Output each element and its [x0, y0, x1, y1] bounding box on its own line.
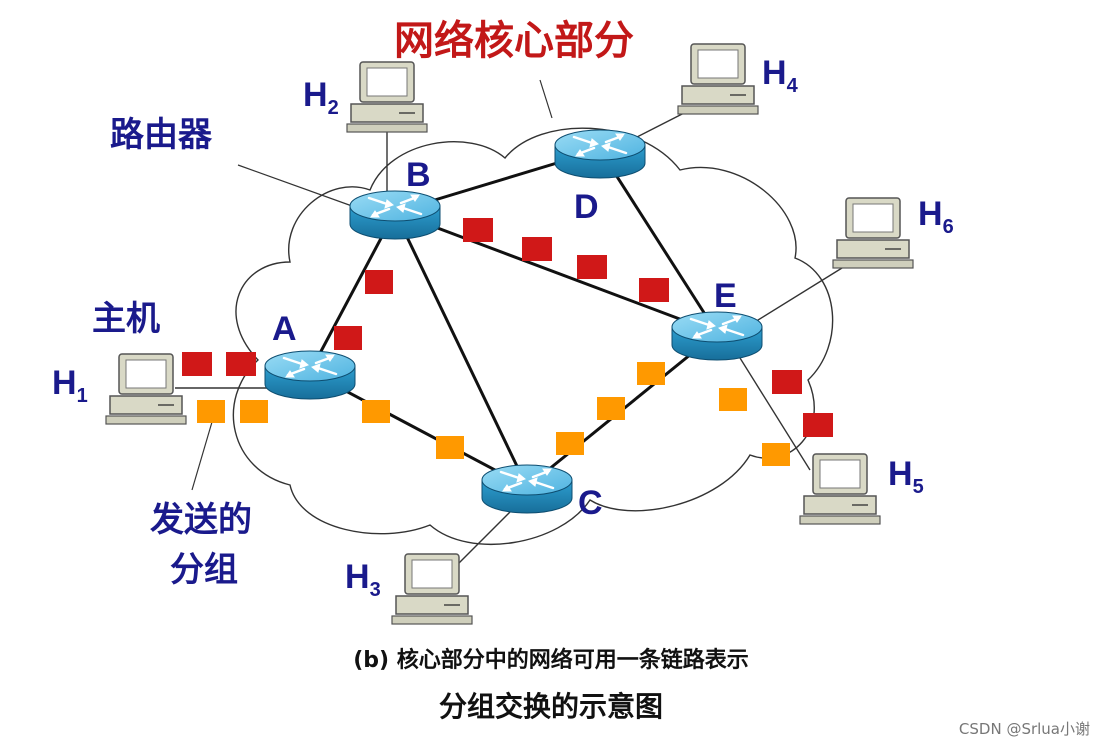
link-B-E: [394, 210, 718, 335]
router-label-pointer: [237, 164, 353, 207]
link-D-E: [598, 149, 719, 334]
sent-packets-label-line2: 分组: [170, 550, 238, 590]
computer-H4: [677, 43, 759, 115]
red-packet: [639, 278, 669, 302]
orange-packet: [362, 400, 390, 423]
host-label-H1: H1: [52, 364, 88, 407]
host-label: 主机: [92, 299, 160, 339]
link-H4-D: [634, 109, 691, 139]
caption-title: 分组交换的示意图: [439, 690, 663, 723]
host-label-H4: H4: [762, 54, 799, 97]
orange-packet: [719, 388, 747, 411]
computer-H2: [346, 61, 428, 133]
router-A: [263, 349, 357, 401]
red-packet: [226, 352, 256, 376]
orange-packet: [762, 443, 790, 466]
orange-packets: [197, 362, 790, 466]
watermark: CSDN @Srlua小谢: [959, 720, 1090, 738]
router-D: [553, 128, 647, 180]
red-packet: [772, 370, 802, 394]
orange-packet: [556, 432, 584, 455]
link-H5-E: [734, 349, 811, 471]
red-packet: [803, 413, 833, 437]
node-label-C: C: [578, 484, 603, 522]
caption-subtitle: (b) 核心部分中的网络可用一条链路表示: [353, 647, 749, 673]
packets-label-pointer: [191, 421, 213, 491]
router-E: [670, 310, 764, 362]
host-label-H6: H6: [918, 195, 954, 238]
red-packet: [577, 255, 607, 279]
red-packet: [365, 270, 393, 294]
red-packet: [182, 352, 212, 376]
orange-packet: [240, 400, 268, 423]
node-label-D: D: [574, 188, 599, 226]
red-packet: [463, 218, 493, 242]
red-packets: [182, 218, 833, 437]
core-label-pointer: [539, 79, 553, 119]
red-packet: [334, 326, 362, 350]
node-label-A: A: [272, 310, 297, 348]
router-B: [348, 189, 442, 241]
node-label-B: B: [406, 156, 431, 194]
router-label: 路由器: [110, 115, 213, 155]
computer-H6: [832, 197, 914, 269]
link-B-C: [393, 211, 529, 488]
host-links: [175, 109, 843, 583]
computer-H5: [799, 453, 881, 525]
orange-packet: [597, 397, 625, 420]
link-H6-E: [749, 267, 843, 326]
host-label-H5: H5: [888, 455, 924, 498]
host-label-H3: H3: [345, 558, 381, 601]
orange-packet: [637, 362, 665, 385]
network-core-title: 网络核心部分: [394, 18, 634, 64]
orange-packet: [197, 400, 225, 423]
router-C: [480, 463, 574, 515]
computer-H1: [105, 353, 187, 425]
host-label-H2: H2: [303, 76, 339, 119]
sent-packets-label-line1: 发送的: [150, 500, 252, 540]
computer-H3: [391, 553, 473, 625]
node-label-E: E: [714, 277, 737, 315]
red-packet: [522, 237, 552, 261]
orange-packet: [436, 436, 464, 459]
